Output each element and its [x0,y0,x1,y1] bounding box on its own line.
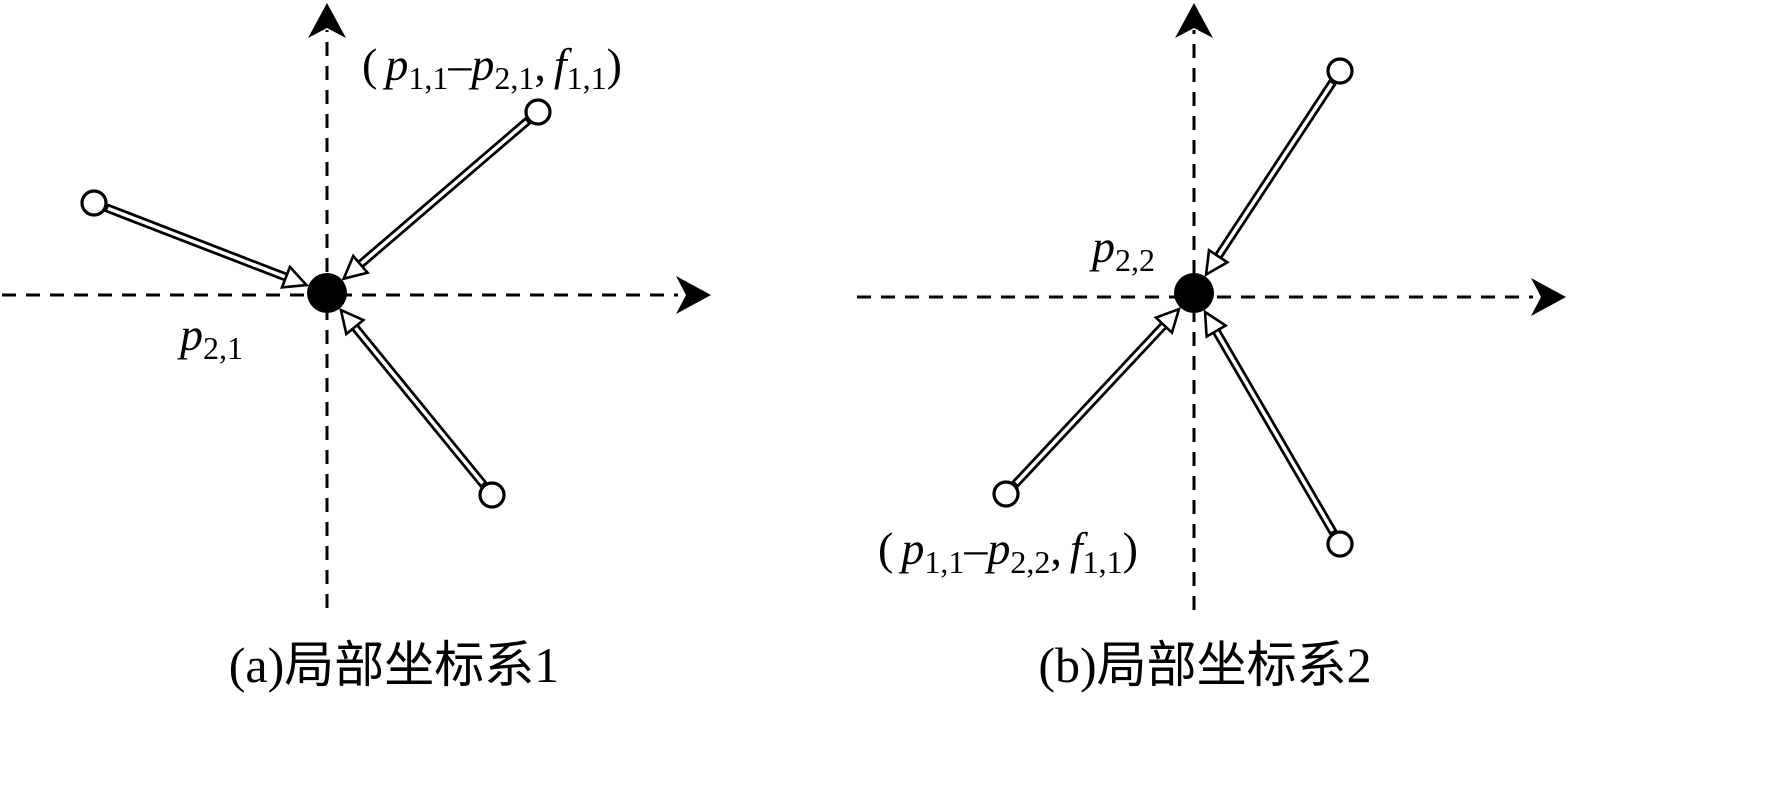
panel-b-edge-top-right [1204,79,1337,278]
panel-a-center-node [307,273,347,313]
panel-a-edge-left-shaft-inner [107,206,290,280]
panel-a-edge-label: (p1,1–p2,1,f1,1) [362,39,622,96]
panel-b-edge-top-right-arrowhead [1204,247,1230,278]
panel-b-neighbor-node-bottom-left [992,480,1020,508]
panel-b-center-label: p2,2 [1089,221,1155,278]
panel-a-edge-top-right-shaft-inner [356,120,528,268]
panel-a-neighbor-node-bottom-right [478,481,506,509]
panel-a-center-label: p2,1 [177,309,243,366]
panel-b-neighbor-node-bottom-right [1326,530,1354,558]
panel-b-edge-top-right-shaft-inner [1215,82,1334,260]
panel-b-edge-label: (p1,1–p2,2,f1,1) [878,523,1138,580]
panel-b-edges [1011,79,1338,536]
panel-b-edge-bottom-left-arrowhead [1153,306,1181,336]
panel-b-caption: (b)局部坐标系2 [1038,637,1371,693]
panel-b-edge-bottom-right-arrowhead [1203,309,1229,339]
panel-a-x-axis-arrow [676,276,711,314]
panel-b-edge-bottom-left-shaft-inner [1014,321,1168,485]
panel-a-edge-bottom-right [339,307,488,488]
panel-b-edge-bottom-left [1011,306,1181,488]
panel-a-edge-bottom-right-arrowhead [339,307,366,337]
panel-b-center-node [1174,273,1214,313]
panel-b: p2,2 (p1,1–p2,2,f1,1) (b)局部坐标系2 [857,3,1566,693]
panel-b-y-axis-arrow [1175,3,1213,38]
panel-a-neighbor-node-left [80,189,108,217]
panel-a: p2,1 (p1,1–p2,1,f1,1) (a)局部坐标系1 [2,3,711,693]
panel-a-neighbor-node-top-right [524,98,552,126]
panel-a-caption: (a)局部坐标系1 [229,637,560,693]
panel-a-edge-left-arrowhead [280,264,310,289]
panel-b-neighbor-node-top-right [1326,57,1354,85]
panel-a-edge-top-right [341,117,532,281]
panel-a-edge-top-right-arrowhead [341,253,370,281]
panel-a-y-axis-arrow [308,3,346,38]
panel-a-edges [104,117,532,488]
panel-a-edge-bottom-right-shaft-inner [351,323,484,485]
panel-b-edge-bottom-right-shaft-inner [1213,327,1334,532]
panel-b-edge-bottom-right [1203,309,1338,536]
panel-a-edge-left [104,203,310,289]
panel-b-x-axis-arrow [1531,278,1566,316]
